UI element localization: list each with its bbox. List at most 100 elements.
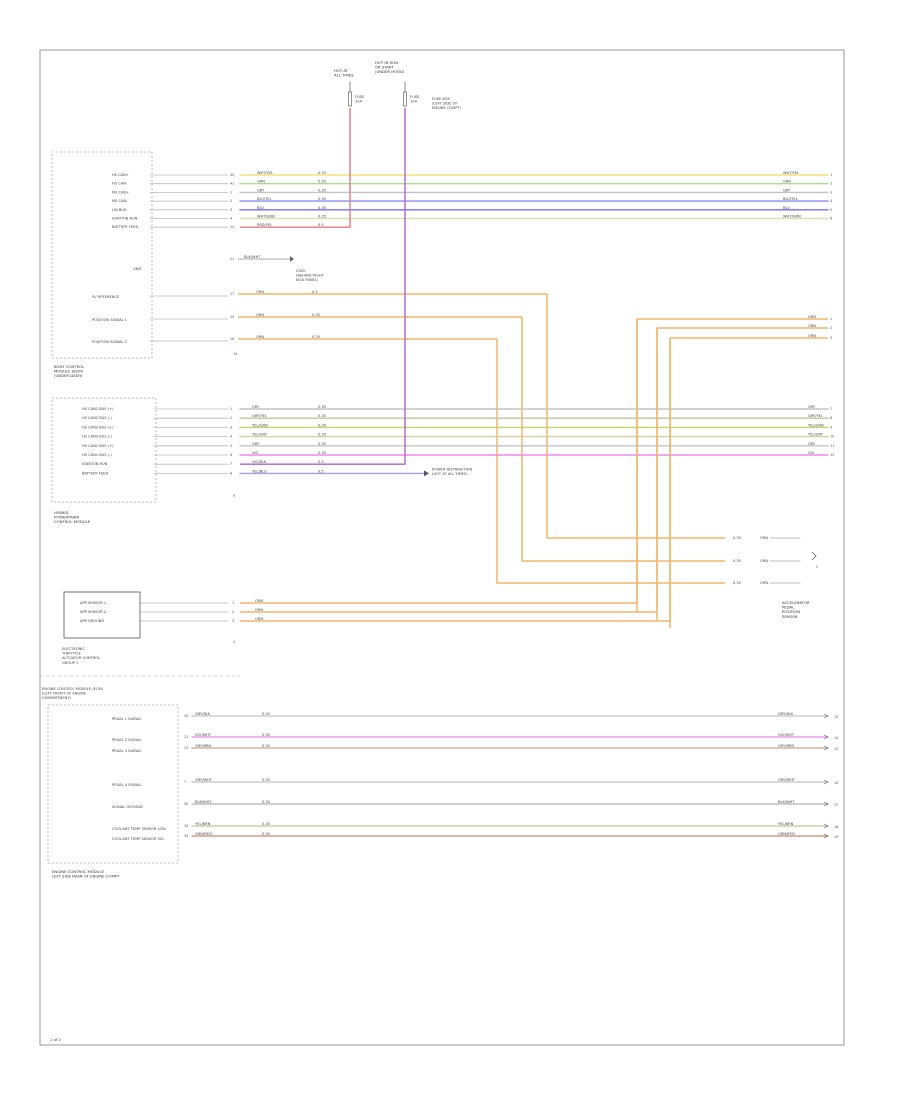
hpcm-wire-gauge: 0.35: [318, 405, 326, 409]
hpcm-wire-color: GRY: [252, 405, 260, 409]
wire-end-arrow-icon: [823, 734, 829, 740]
hpcm-pin-number: 7: [230, 462, 232, 466]
sensor-name-line: ACCELERATOR: [782, 600, 810, 605]
bcm-right-pin: 6: [830, 217, 832, 221]
fuse-box-note-line: FUSE BOX: [432, 97, 450, 101]
page-number: 1 of 2: [50, 1037, 61, 1042]
ecm-wire-color: GRY/BRN: [195, 744, 211, 748]
hpcm-module-name-line: POWERTRAIN: [54, 515, 79, 520]
wires-layer: [39, 81, 829, 839]
hpcm-module-name-line: HYBRID: [54, 510, 69, 515]
bcm-ground-wire-color: BLK/WHT: [244, 255, 261, 259]
hpcm-pin-label: HS CAN3 BUS (-): [82, 435, 112, 439]
bcm-ground-note-line: G300: [296, 269, 306, 273]
bcm-sensor-wire: [238, 338, 725, 584]
bcm-right-pin: 5: [830, 208, 832, 212]
connector-pin: 1: [830, 317, 832, 321]
ecm-pin-label: PEDAL 2 SIGNAL: [112, 738, 141, 742]
ecm-wire-color: VIO/WHT: [195, 733, 212, 737]
bcm-pin-label: BATTERY FEED: [112, 225, 138, 229]
source-2-label-line: (UNDER HOOD): [375, 69, 405, 74]
bcm-sensor-wire-gauge: 0.35: [312, 313, 320, 317]
throttle-wire: [240, 319, 638, 604]
ecm-pin-number: 21: [184, 735, 188, 739]
ecm-right-wire-color: GRY/WHT: [778, 778, 796, 782]
throttle-ground-pin: 4: [233, 640, 235, 644]
ecm-right-pin: 17: [834, 803, 838, 807]
bcm-pin-number: 4: [230, 217, 232, 221]
bcm-wire-color: BLU/YEL: [257, 197, 272, 201]
throttle-caption-line: ELECTRONIC: [62, 647, 85, 651]
bcm-sensor-wire-color: ORN: [256, 335, 264, 339]
fuse-box-note-line: ENGINE COMPT): [432, 106, 462, 110]
hpcm-right-wire-color: GRY/YEL: [808, 414, 823, 418]
bcm-right-wire-color: GRY: [783, 188, 791, 192]
bcm-wire-gauge: 0.35: [318, 206, 326, 210]
fuse-label-line: 10A: [410, 100, 418, 104]
wire-end-arrow-icon: [823, 779, 829, 785]
hpcm-wire-gauge: 0.35: [318, 423, 326, 427]
hpcm-to-note-line: POWER DISTRIBUTION: [432, 467, 472, 471]
ecm-pin-label: COOLANT TEMP SENSOR SIG: [112, 837, 164, 841]
ground-arrow-icon: [290, 256, 294, 262]
bcm-sensor-wire-gauge: 0.35: [312, 335, 320, 339]
sensor-name-line: PEDAL: [782, 605, 795, 610]
throttle-pin-number: 3: [232, 619, 234, 623]
ecm-pin-label: PEDAL 1 SIGNAL: [112, 717, 141, 721]
hpcm-wire-gauge: 0.5: [318, 469, 324, 473]
bcm-module-name-line: MODULE (BCM): [54, 369, 84, 374]
hpcm-wire-gauge: 0.5: [318, 460, 324, 464]
bcm-module-name-line: BODY CONTROL: [54, 364, 85, 369]
hpcm-wire-color: YEL/BLU: [252, 469, 267, 473]
throttle-wire: [240, 328, 658, 613]
throttle-pin-label: APP GROUND: [80, 619, 104, 623]
hpcm-module-name-line: CONTROL MODULE: [54, 519, 91, 524]
bcm-wire-gauge: 0.35: [318, 197, 326, 201]
hpcm-wire-color: YEL/GRY: [252, 433, 268, 437]
hpcm-pin-label: BATTERY FEED: [82, 471, 108, 475]
bcm-wire-color: WHT/GRN: [257, 215, 275, 219]
ecm-right-wire-color: GRN/RED: [778, 832, 795, 836]
throttle-wire-color: ORN: [255, 608, 263, 612]
hpcm-pin-number: 3: [230, 425, 232, 429]
bcm-pin-number: 1: [230, 190, 232, 194]
hpcm-wire-gauge: 0.35: [318, 433, 326, 437]
bcm-pin-number: 41: [230, 182, 234, 186]
hpcm-wire-gauge: 0.35: [318, 442, 326, 446]
bcm-pin-number: 3: [230, 208, 232, 212]
ecm-right-wire-color: YEL/BRN: [778, 822, 794, 826]
bcm-wire-gauge: 0.35: [318, 171, 326, 175]
connector-wire-color: ORN: [808, 334, 816, 338]
bcm-right-wire-color: WHT/YEL: [783, 171, 799, 175]
hpcm-pin-label: HS CAN1 BUS (+): [82, 444, 114, 448]
bcm-sensor-pin-label: POSITION SIGNAL 2: [92, 340, 127, 344]
bcm-wire-color: RED/YEL: [257, 223, 272, 227]
throttle-pin-number: 1: [232, 601, 234, 605]
bcm-wire-gauge: 0.5: [318, 223, 324, 227]
throttle-pin-number: 2: [232, 610, 234, 614]
wire-end-arrow-icon: [823, 713, 829, 719]
hpcm-pin-number: 4: [230, 435, 232, 439]
ecm-module-box: [47, 704, 179, 864]
bcm-sensor-pin-label: POSITION SIGNAL 1: [92, 318, 127, 322]
hpcm-ground-pin: 9: [233, 494, 235, 498]
hpcm-module-box: [51, 397, 157, 503]
ecm-pin-number: 22: [184, 746, 188, 750]
bcm-right-pin: 4: [830, 199, 832, 203]
hpcm-right-wire-color: GRY: [808, 405, 816, 409]
throttle-caption-line: ACTUATOR CONTROL: [62, 656, 100, 660]
ecm-pin-number: 30: [184, 802, 188, 806]
hpcm-pin-number: 1: [230, 407, 232, 411]
connector-pin: 2: [830, 326, 832, 330]
throttle-wire-color: ORN: [255, 599, 263, 603]
source-1-label-line: ALL TIMES: [334, 73, 354, 78]
throttle-wire: [240, 338, 671, 622]
source-2-label-line: HOT IN RUN: [375, 60, 398, 65]
bcm-pin-number: 22: [230, 225, 234, 229]
fuse-label-line: 10A: [355, 100, 363, 104]
ecm-module-name-line: ENGINE CONTROL MODULE: [52, 869, 105, 874]
ecm-right-pin: 15: [834, 747, 838, 751]
ecm-wire-gauge: 0.35: [262, 822, 270, 826]
